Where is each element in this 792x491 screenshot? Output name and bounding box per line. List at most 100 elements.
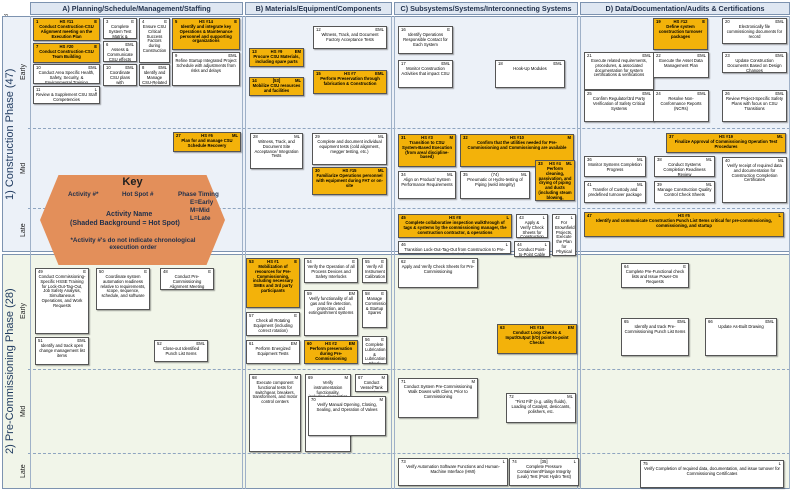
column-panel bbox=[30, 16, 243, 489]
phase-timing: E bbox=[447, 27, 450, 32]
phase-timing: ML bbox=[778, 158, 784, 163]
phase-timing: E bbox=[131, 19, 134, 24]
divider bbox=[28, 128, 790, 129]
phase-timing: E bbox=[164, 19, 167, 24]
divider bbox=[28, 453, 790, 454]
phase-timing: ML bbox=[377, 168, 384, 173]
phase-timing: E bbox=[381, 259, 384, 264]
phase-timing: L bbox=[542, 215, 545, 220]
activity-name: Assess & Communicate CSU effects from ch… bbox=[107, 47, 133, 62]
activity-number: 66 bbox=[708, 319, 713, 324]
activity-number: 67 bbox=[358, 375, 363, 380]
activity-number: 50 bbox=[99, 269, 104, 274]
activity-name: Execute related requirements, procedures… bbox=[591, 58, 647, 78]
activity-number: 61 bbox=[249, 341, 254, 346]
activity-name: Check all Rotating Equipment (including … bbox=[253, 318, 293, 333]
legend-phase-timing: Phase Timing bbox=[178, 191, 219, 198]
phase-timing: EML bbox=[88, 65, 97, 70]
phase-timing: L bbox=[94, 87, 97, 92]
activity-name: Coordinate CSU plans with Operations on … bbox=[107, 70, 133, 85]
activity-name: Familiarize Operations personnel with eq… bbox=[316, 173, 383, 188]
activity-name: Conduct Loop Checks & Input/Output (I/O)… bbox=[505, 330, 569, 345]
legend-hexagon bbox=[40, 175, 225, 265]
activity-name: Electronically file commissioning docume… bbox=[726, 24, 783, 39]
activity-name: Conduct Construction-CSU Alignment meeti… bbox=[39, 24, 94, 39]
phase-timing: EML bbox=[775, 91, 784, 96]
activity-name: Mobilization of resources for Pre-Commis… bbox=[252, 264, 294, 294]
precomm-late-label: Late bbox=[20, 464, 27, 478]
activity-number: 65 bbox=[624, 319, 629, 324]
activity-number: 28 bbox=[253, 134, 258, 139]
activity-number: 32 bbox=[463, 135, 468, 140]
phase-timing: E bbox=[94, 44, 97, 49]
activity-name: Identify and integrate key Operations & … bbox=[179, 24, 233, 44]
activity-name: Identify and Manage CSU-Related Risks bbox=[142, 70, 167, 85]
activity-name: Verify All Instrument Calibration bbox=[365, 264, 386, 279]
column-panel bbox=[580, 16, 790, 489]
phase-timing: EM bbox=[290, 341, 297, 346]
hot-spot-number: HS #14 bbox=[199, 19, 213, 24]
activity-number: 53 bbox=[249, 259, 254, 264]
activity-number: 75 bbox=[643, 461, 648, 466]
activity-name: Conduct Area Specific Health, Safety, Se… bbox=[38, 70, 95, 84]
phase-timing: ML bbox=[637, 182, 643, 187]
hot-spot-number: HS #19 bbox=[719, 134, 733, 139]
activity-number: 6 bbox=[106, 42, 109, 47]
activity-name: Identify and track open change managemen… bbox=[39, 343, 85, 358]
precomm-early-label: Early bbox=[20, 303, 27, 320]
activity-name: Witness, Track, and Document Factory Acc… bbox=[321, 32, 379, 42]
hot-spot-number: HS #7 bbox=[344, 71, 356, 76]
activity-number: 10 bbox=[106, 65, 111, 70]
activity-number: 69 bbox=[308, 375, 313, 380]
phase-timing: EML bbox=[125, 65, 134, 70]
construction-mid-label: Mid bbox=[20, 162, 27, 174]
activity-name: Define system construction turnover pack… bbox=[658, 24, 703, 39]
activity-number: 62 bbox=[401, 259, 406, 264]
activity-name: Close-out Identified Punch List Items bbox=[162, 346, 200, 356]
activity-name: Witness, Track, and Document Site Accept… bbox=[254, 139, 299, 159]
activity-number: 10 bbox=[36, 65, 41, 70]
legend-hotspot: Hot Spot # bbox=[122, 191, 154, 198]
phase-timing: EML bbox=[441, 61, 450, 66]
activity-name: Execute component functional tests for s… bbox=[252, 380, 298, 405]
legend-late: L=Late bbox=[190, 215, 211, 222]
phase-timing: EML bbox=[642, 53, 651, 58]
activity-name: Verify Automation Software Functions and… bbox=[406, 464, 500, 474]
activity-name: Transfer of Custody and predefined turno… bbox=[588, 187, 642, 197]
phase-timing: L bbox=[506, 215, 509, 220]
activity-number: 23 bbox=[725, 53, 730, 58]
column-header-data: D) Data/Documentation/Audits & Certifica… bbox=[580, 2, 790, 15]
phase-timing: E bbox=[294, 313, 297, 318]
activity-name: Apply and Verify Check Sheets for Pre-Co… bbox=[401, 264, 475, 274]
phase-timing: E bbox=[702, 19, 705, 24]
activity-number: 51 bbox=[38, 338, 43, 343]
activity-name: Verify functionality of all gas and fire… bbox=[308, 296, 354, 316]
legend-early: E=Early bbox=[190, 199, 214, 206]
activity-number: 9 bbox=[175, 53, 178, 58]
phase-timing: M bbox=[471, 379, 476, 384]
activity-number: 14 bbox=[252, 78, 257, 83]
hot-spot-number: HS #11 bbox=[59, 19, 74, 24]
activity-number: 54 bbox=[307, 259, 312, 264]
phase-timing: ML bbox=[706, 182, 712, 187]
activity-number: 34 bbox=[401, 172, 406, 177]
